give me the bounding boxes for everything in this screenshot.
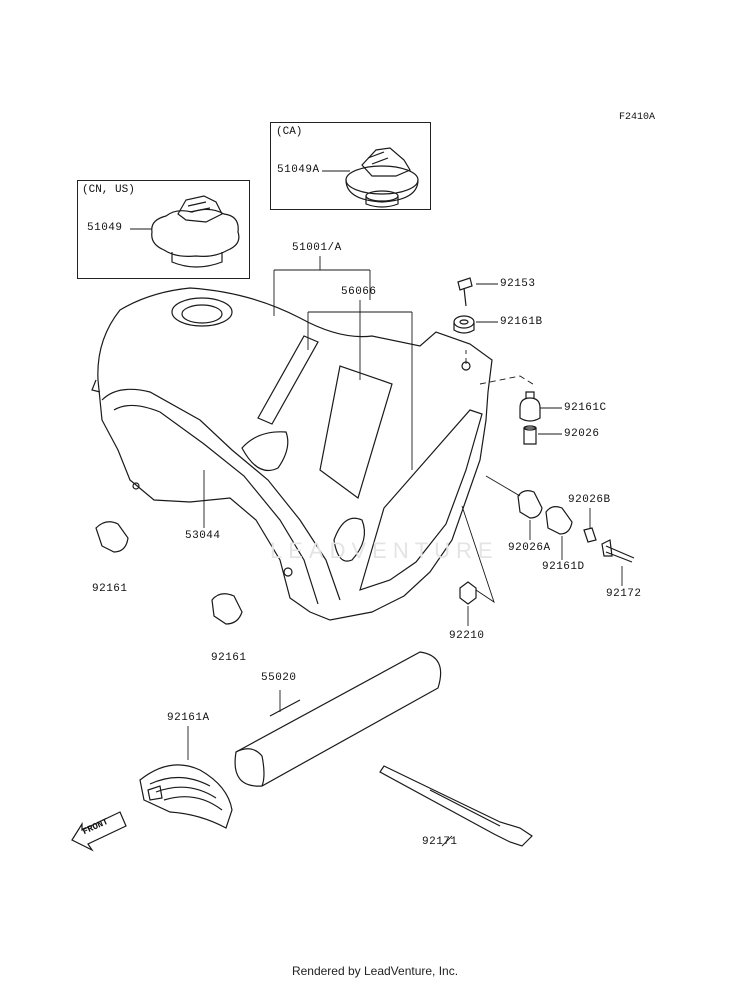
fuel-cap-ca-drawing [345, 147, 419, 208]
tube-drawing [234, 651, 442, 787]
part-label-92161a[interactable]: 92161A [167, 712, 210, 724]
part-label-92161b[interactable]: 92161B [500, 316, 543, 328]
fuel-cap-cn-us-drawing [151, 195, 240, 268]
part-label-92026[interactable]: 92026 [564, 428, 600, 440]
ca-variant-label: (CA) [276, 126, 303, 138]
part-label-92026b[interactable]: 92026B [568, 494, 611, 506]
cn-us-variant-box [77, 180, 250, 279]
part-label-92161-mid[interactable]: 92161 [211, 652, 247, 664]
part-label-92171[interactable]: 92171 [422, 836, 458, 848]
footer-text: Rendered by LeadVenture, Inc. [291, 964, 459, 978]
part-label-51001a[interactable]: 51001/A [292, 242, 342, 254]
part-label-92172[interactable]: 92172 [606, 588, 642, 600]
part-label-53044[interactable]: 53044 [185, 530, 221, 542]
part-label-51049[interactable]: 51049 [87, 222, 123, 234]
leader-lines [130, 170, 623, 847]
cn-us-variant-label: (CN, US) [82, 184, 135, 196]
watermark: LEADVENTURE [270, 538, 499, 563]
ca-variant-box [270, 122, 431, 210]
part-label-92161-left[interactable]: 92161 [92, 583, 128, 595]
part-label-92161d[interactable]: 92161D [542, 561, 585, 573]
grommet-drawing [139, 764, 233, 829]
part-label-92026a[interactable]: 92026A [508, 542, 551, 554]
part-label-51049a[interactable]: 51049A [277, 164, 320, 176]
part-label-92210[interactable]: 92210 [449, 630, 485, 642]
part-label-92153[interactable]: 92153 [500, 278, 536, 290]
part-label-92161c[interactable]: 92161C [564, 402, 607, 414]
diagram-code: F2410A [619, 112, 656, 123]
part-label-56066[interactable]: 56066 [341, 286, 377, 298]
cable-tie-drawing [379, 765, 533, 847]
part-label-55020[interactable]: 55020 [261, 672, 297, 684]
front-arrow [71, 811, 127, 852]
hardware-drawings [95, 277, 635, 625]
fuel-tank-drawing [91, 287, 493, 621]
